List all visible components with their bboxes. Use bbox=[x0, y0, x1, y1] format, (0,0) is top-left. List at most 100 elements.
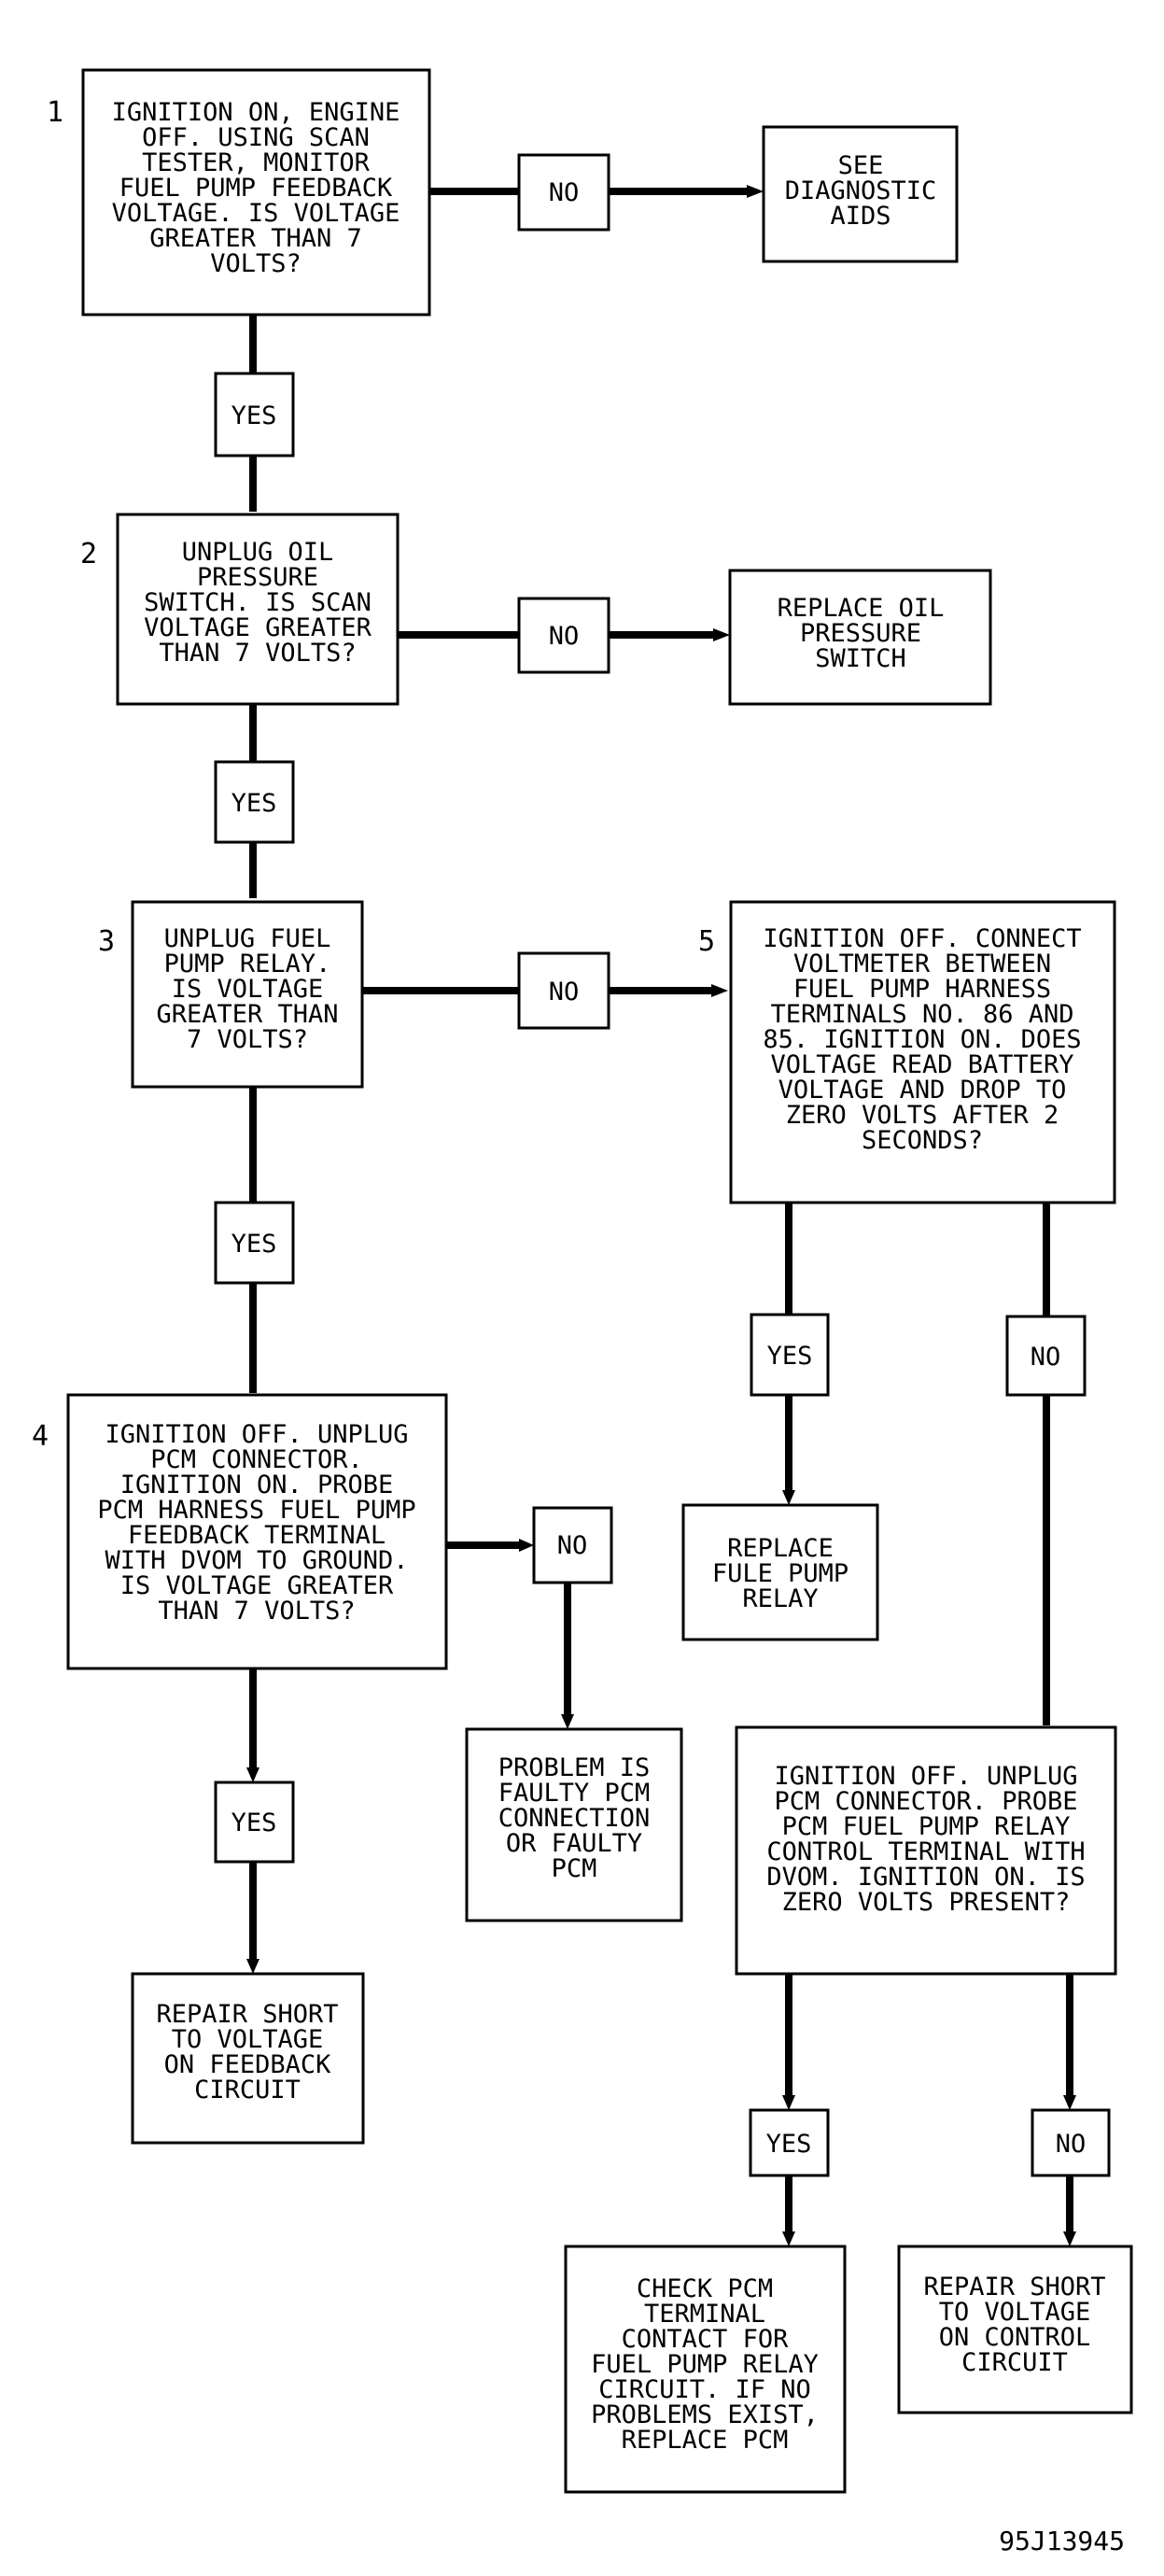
result-line: DIAGNOSTIC bbox=[785, 176, 937, 205]
step-2-line: SWITCH. IS SCAN bbox=[144, 588, 372, 617]
connectors bbox=[246, 185, 1076, 2246]
result-line: PROBLEM IS bbox=[498, 1753, 651, 1782]
result-line: PCM bbox=[552, 1854, 597, 1883]
result-line: CIRCUIT bbox=[194, 2076, 301, 2104]
arrowhead bbox=[519, 1539, 534, 1552]
arrowhead bbox=[747, 185, 764, 198]
step-1-box: IGNITION ON, ENGINE OFF. USING SCAN TEST… bbox=[81, 68, 431, 317]
result-line: ON FEEDBACK bbox=[164, 2050, 332, 2079]
step-5-line: 85. IGNITION ON. DOES bbox=[763, 1025, 1081, 1054]
result-line: CIRCUIT bbox=[961, 2348, 1068, 2377]
step-4-number: 4 bbox=[32, 1420, 49, 1453]
answer-label: NO bbox=[549, 978, 580, 1006]
step-5-line: TERMINALS NO. 86 AND bbox=[770, 1000, 1073, 1029]
step-6-line: IGNITION OFF. UNPLUG bbox=[774, 1762, 1077, 1791]
answer-label: YES bbox=[231, 1809, 277, 1837]
arrowhead bbox=[561, 1714, 574, 1729]
step-6-line: PCM FUEL PUMP RELAY bbox=[782, 1812, 1071, 1841]
step-6-line: PCM CONNECTOR. PROBE bbox=[774, 1787, 1077, 1816]
result-replace-oil-switch: REPLACE OIL PRESSURE SWITCH bbox=[728, 569, 992, 706]
result-line: REPAIR SHORT bbox=[156, 2000, 338, 2029]
result-line: FUEL PUMP RELAY bbox=[591, 2350, 819, 2379]
step-5-line: IGNITION OFF. CONNECT bbox=[763, 924, 1081, 953]
result-line: SEE bbox=[838, 151, 884, 180]
step-4-line: THAN 7 VOLTS? bbox=[158, 1597, 355, 1626]
step-4-line: IS VOLTAGE GREATER bbox=[120, 1571, 394, 1600]
arrowhead bbox=[246, 1767, 259, 1782]
arrowhead bbox=[782, 2095, 795, 2110]
step-1-line: FUEL PUMP FEEDBACK bbox=[119, 174, 393, 203]
step-2-line: VOLTAGE GREATER bbox=[144, 613, 372, 642]
result-line: CIRCUIT. IF NO bbox=[598, 2375, 811, 2404]
answer-5-yes: YES bbox=[750, 1313, 830, 1397]
result-line: TO VOLTAGE bbox=[939, 2298, 1091, 2327]
result-line: CONNECTION bbox=[498, 1804, 651, 1833]
step-2-line: THAN 7 VOLTS? bbox=[159, 639, 356, 668]
result-line: REPLACE bbox=[727, 1534, 834, 1563]
step-5-line: SECONDS? bbox=[862, 1126, 983, 1155]
result-repair-control: REPAIR SHORT TO VOLTAGE ON CONTROL CIRCU… bbox=[897, 2245, 1133, 2414]
answer-6-no: NO bbox=[1031, 2108, 1111, 2177]
answer-3-yes: YES bbox=[214, 1201, 295, 1285]
answer-label: NO bbox=[1031, 1343, 1061, 1372]
answer-1-no: NO bbox=[517, 153, 610, 232]
result-repair-feedback: REPAIR SHORT TO VOLTAGE ON FEEDBACK CIRC… bbox=[131, 1972, 365, 2145]
step-1-line: OFF. USING SCAN bbox=[142, 123, 370, 152]
answer-label: YES bbox=[231, 789, 277, 818]
result-line: CHECK PCM bbox=[637, 2274, 773, 2303]
step-5-line: VOLTAGE READ BATTERY bbox=[770, 1050, 1073, 1079]
step-5-line: FUEL PUMP HARNESS bbox=[793, 975, 1051, 1004]
result-line: SWITCH bbox=[815, 644, 906, 673]
answer-label: NO bbox=[549, 178, 580, 207]
arrowhead bbox=[246, 1959, 259, 1974]
result-line: REPLACE PCM bbox=[622, 2426, 789, 2455]
step-3-line: PUMP RELAY. bbox=[164, 950, 331, 978]
result-line: FAULTY PCM bbox=[498, 1779, 651, 1808]
step-1-line: TESTER, MONITOR bbox=[142, 148, 371, 177]
step-3-line: GREATER THAN bbox=[156, 1000, 338, 1029]
step-4-line: PCM HARNESS FUEL PUMP bbox=[97, 1496, 415, 1525]
result-replace-relay: REPLACE FULE PUMP RELAY bbox=[681, 1503, 879, 1641]
answer-3-no: NO bbox=[517, 951, 610, 1030]
step-4-line: IGNITION ON. PROBE bbox=[120, 1471, 394, 1499]
result-line: REPAIR SHORT bbox=[923, 2273, 1105, 2302]
step-3-line: UNPLUG FUEL bbox=[164, 924, 331, 953]
step-3-line: IS VOLTAGE bbox=[172, 975, 324, 1004]
arrowhead bbox=[1063, 2231, 1076, 2246]
result-line: TO VOLTAGE bbox=[172, 2025, 324, 2054]
answer-1-yes: YES bbox=[214, 372, 295, 457]
step-6-line: ZERO VOLTS PRESENT? bbox=[782, 1888, 1071, 1917]
result-line: RELAY bbox=[742, 1584, 818, 1613]
answer-label: YES bbox=[767, 1342, 813, 1371]
step-4-line: FEEDBACK TERMINAL bbox=[128, 1521, 386, 1550]
step-4-line: IGNITION OFF. UNPLUG bbox=[105, 1420, 408, 1449]
answer-5-no: NO bbox=[1005, 1315, 1087, 1397]
step-6-line: DVOM. IGNITION ON. IS bbox=[766, 1863, 1085, 1892]
result-check-pcm: CHECK PCM TERMINAL CONTACT FOR FUEL PUMP… bbox=[564, 2245, 847, 2494]
result-line: FULE PUMP bbox=[712, 1559, 848, 1588]
arrowhead bbox=[782, 1490, 795, 1505]
result-faulty-pcm: PROBLEM IS FAULTY PCM CONNECTION OR FAUL… bbox=[465, 1727, 683, 1922]
answer-4-no: NO bbox=[532, 1506, 613, 1584]
step-6-box: IGNITION OFF. UNPLUG PCM CONNECTOR. PROB… bbox=[735, 1725, 1117, 1976]
arrowhead bbox=[782, 2231, 795, 2246]
result-line: PRESSURE bbox=[800, 619, 921, 648]
step-1-line: IGNITION ON, ENGINE bbox=[112, 98, 400, 127]
result-line: REPLACE OIL bbox=[778, 594, 945, 623]
step-1-line: GREATER THAN 7 bbox=[149, 224, 362, 253]
step-5-line: ZERO VOLTS AFTER 2 bbox=[786, 1101, 1059, 1130]
result-diagnostic-aids: SEE DIAGNOSTIC AIDS bbox=[762, 125, 959, 263]
answer-4-yes: YES bbox=[214, 1781, 295, 1864]
answer-label: NO bbox=[557, 1531, 588, 1560]
result-line: TERMINAL bbox=[644, 2300, 765, 2329]
answer-label: YES bbox=[766, 2130, 812, 2159]
result-line: PROBLEMS EXIST, bbox=[591, 2400, 819, 2429]
step-6-line: CONTROL TERMINAL WITH bbox=[766, 1837, 1085, 1866]
step-5-line: VOLTMETER BETWEEN bbox=[793, 950, 1051, 978]
answer-label: NO bbox=[549, 622, 580, 651]
answer-label: YES bbox=[231, 1230, 277, 1259]
step-2-box: UNPLUG OIL PRESSURE SWITCH. IS SCAN VOLT… bbox=[116, 513, 400, 706]
result-line: CONTACT FOR bbox=[622, 2325, 790, 2354]
step-2-line: PRESSURE bbox=[197, 563, 318, 592]
